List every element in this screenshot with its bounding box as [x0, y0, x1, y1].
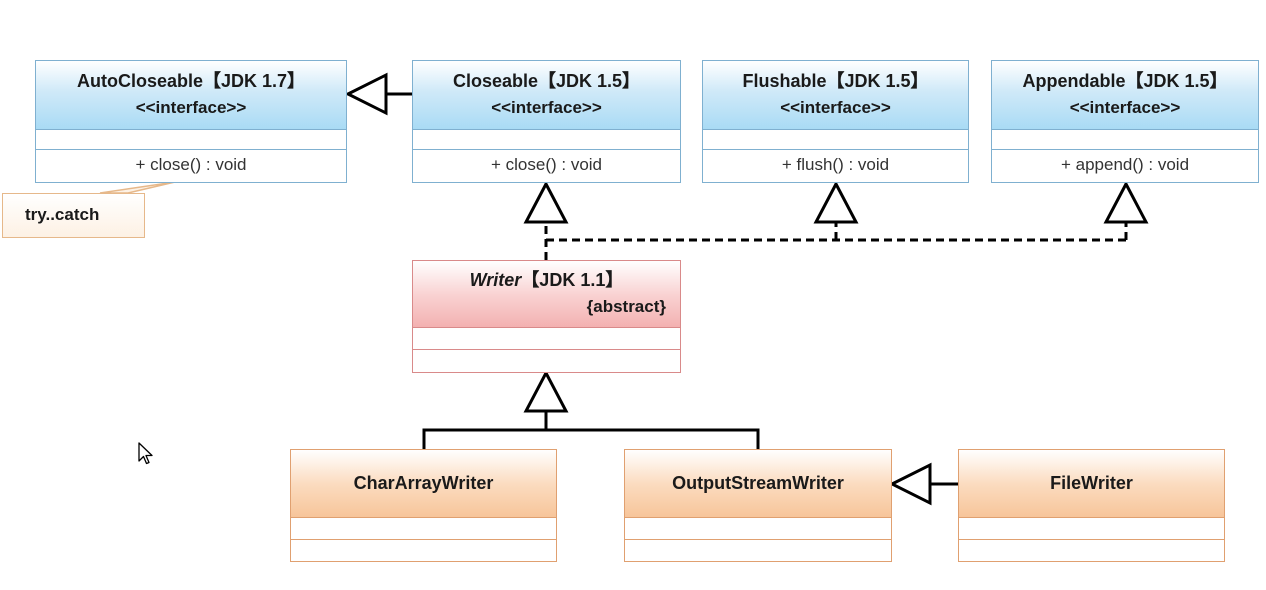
class-name: CharArrayWriter [353, 473, 494, 493]
note-try-catch: try..catch [2, 193, 145, 238]
closeable-interface-box: Closeable【JDK 1.5】 <<interface>> + close… [412, 60, 681, 183]
abstract-class-title: Writer【JDK 1.1】 [413, 266, 680, 294]
interface-name: Closeable【JDK 1.5】 [452, 71, 641, 91]
realization-arrowhead [1103, 180, 1149, 224]
generalization-arrowhead [523, 369, 569, 413]
attributes-section [291, 517, 556, 539]
outputstreamwriter-class-box: OutputStreamWriter [624, 449, 892, 562]
autocloseable-interface-box: AutoCloseable【JDK 1.7】 <<interface>> + c… [35, 60, 347, 183]
interface-operation: + append() : void [992, 149, 1258, 182]
operations-section [959, 539, 1224, 561]
flushable-interface-box: Flushable【JDK 1.5】 <<interface>> + flush… [702, 60, 969, 183]
mouse-pointer-icon [138, 442, 153, 465]
abstract-modifier: {abstract} [586, 297, 666, 316]
attributes-section [992, 129, 1258, 149]
writer-abstract-class-box: Writer【JDK 1.1】 {abstract} [412, 260, 681, 373]
interface-operation: + close() : void [413, 149, 680, 182]
class-name: OutputStreamWriter [672, 473, 844, 493]
attributes-section [413, 129, 680, 149]
realization-arrowhead [813, 180, 859, 224]
generalization-arrowhead [344, 72, 388, 116]
note-pointer [99, 181, 176, 194]
realization-arrowhead [523, 180, 569, 224]
generalization-arrowhead [888, 462, 932, 506]
interface-name: Appendable【JDK 1.5】 [1022, 71, 1228, 91]
attributes-section [703, 129, 968, 149]
attributes-section [413, 327, 680, 349]
operations-section [413, 349, 680, 372]
abstract-class-name: Writer [469, 270, 522, 290]
operations-section [625, 539, 891, 561]
operations-section [291, 539, 556, 561]
interface-operation: + close() : void [36, 149, 346, 182]
interface-stereotype: <<interface>> [1069, 98, 1181, 117]
interface-operation: + flush() : void [703, 149, 968, 182]
interface-name: Flushable【JDK 1.5】 [742, 71, 929, 91]
class-name: FileWriter [1050, 473, 1133, 493]
appendable-interface-box: Appendable【JDK 1.5】 <<interface>> + appe… [991, 60, 1259, 183]
abstract-class-version: 【JDK 1.1】 [521, 270, 624, 290]
attributes-section [959, 517, 1224, 539]
attributes-section [625, 517, 891, 539]
interface-name: AutoCloseable【JDK 1.7】 [76, 71, 306, 91]
interface-stereotype: <<interface>> [780, 98, 891, 117]
writer-subclass-bus [422, 428, 760, 449]
interface-stereotype: <<interface>> [491, 98, 602, 117]
attributes-section [36, 129, 346, 149]
interface-stereotype: <<interface>> [135, 98, 247, 117]
filewriter-class-box: FileWriter [958, 449, 1225, 562]
chararraywriter-class-box: CharArrayWriter [290, 449, 557, 562]
